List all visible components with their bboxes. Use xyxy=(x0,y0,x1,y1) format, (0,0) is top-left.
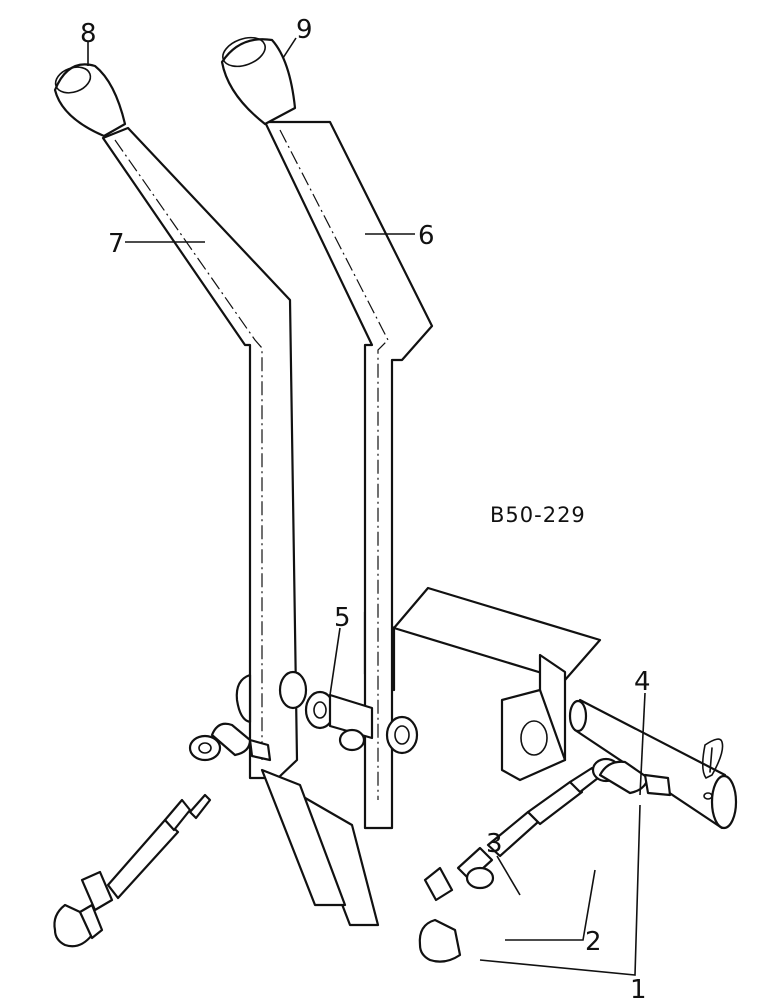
callout-8: 8 xyxy=(80,19,97,49)
knob-9 xyxy=(220,36,297,126)
callout-4: 4 xyxy=(634,667,651,697)
drawing-code: B50-229 xyxy=(490,503,586,527)
cotter-pin xyxy=(701,738,724,780)
callout-3: 3 xyxy=(486,829,503,859)
callout-5: 5 xyxy=(334,603,351,633)
callout-9: 9 xyxy=(296,15,313,45)
left-linkage-rod xyxy=(53,722,272,948)
pivot-bushing-5 xyxy=(235,673,374,752)
lever-7 xyxy=(101,126,347,907)
pivot-pin-4 xyxy=(568,698,738,830)
leader-lines xyxy=(87,37,646,976)
linkage-rod-3 xyxy=(418,757,672,963)
callout-7: 7 xyxy=(108,229,125,259)
knob-8 xyxy=(53,63,127,138)
callout-2: 2 xyxy=(585,927,602,957)
callout-6: 6 xyxy=(418,221,435,251)
lever-6 xyxy=(263,120,434,927)
callout-1: 1 xyxy=(630,975,647,1000)
callout-labels: 8 9 7 6 5 4 3 2 1 B50-229 xyxy=(80,15,651,1000)
